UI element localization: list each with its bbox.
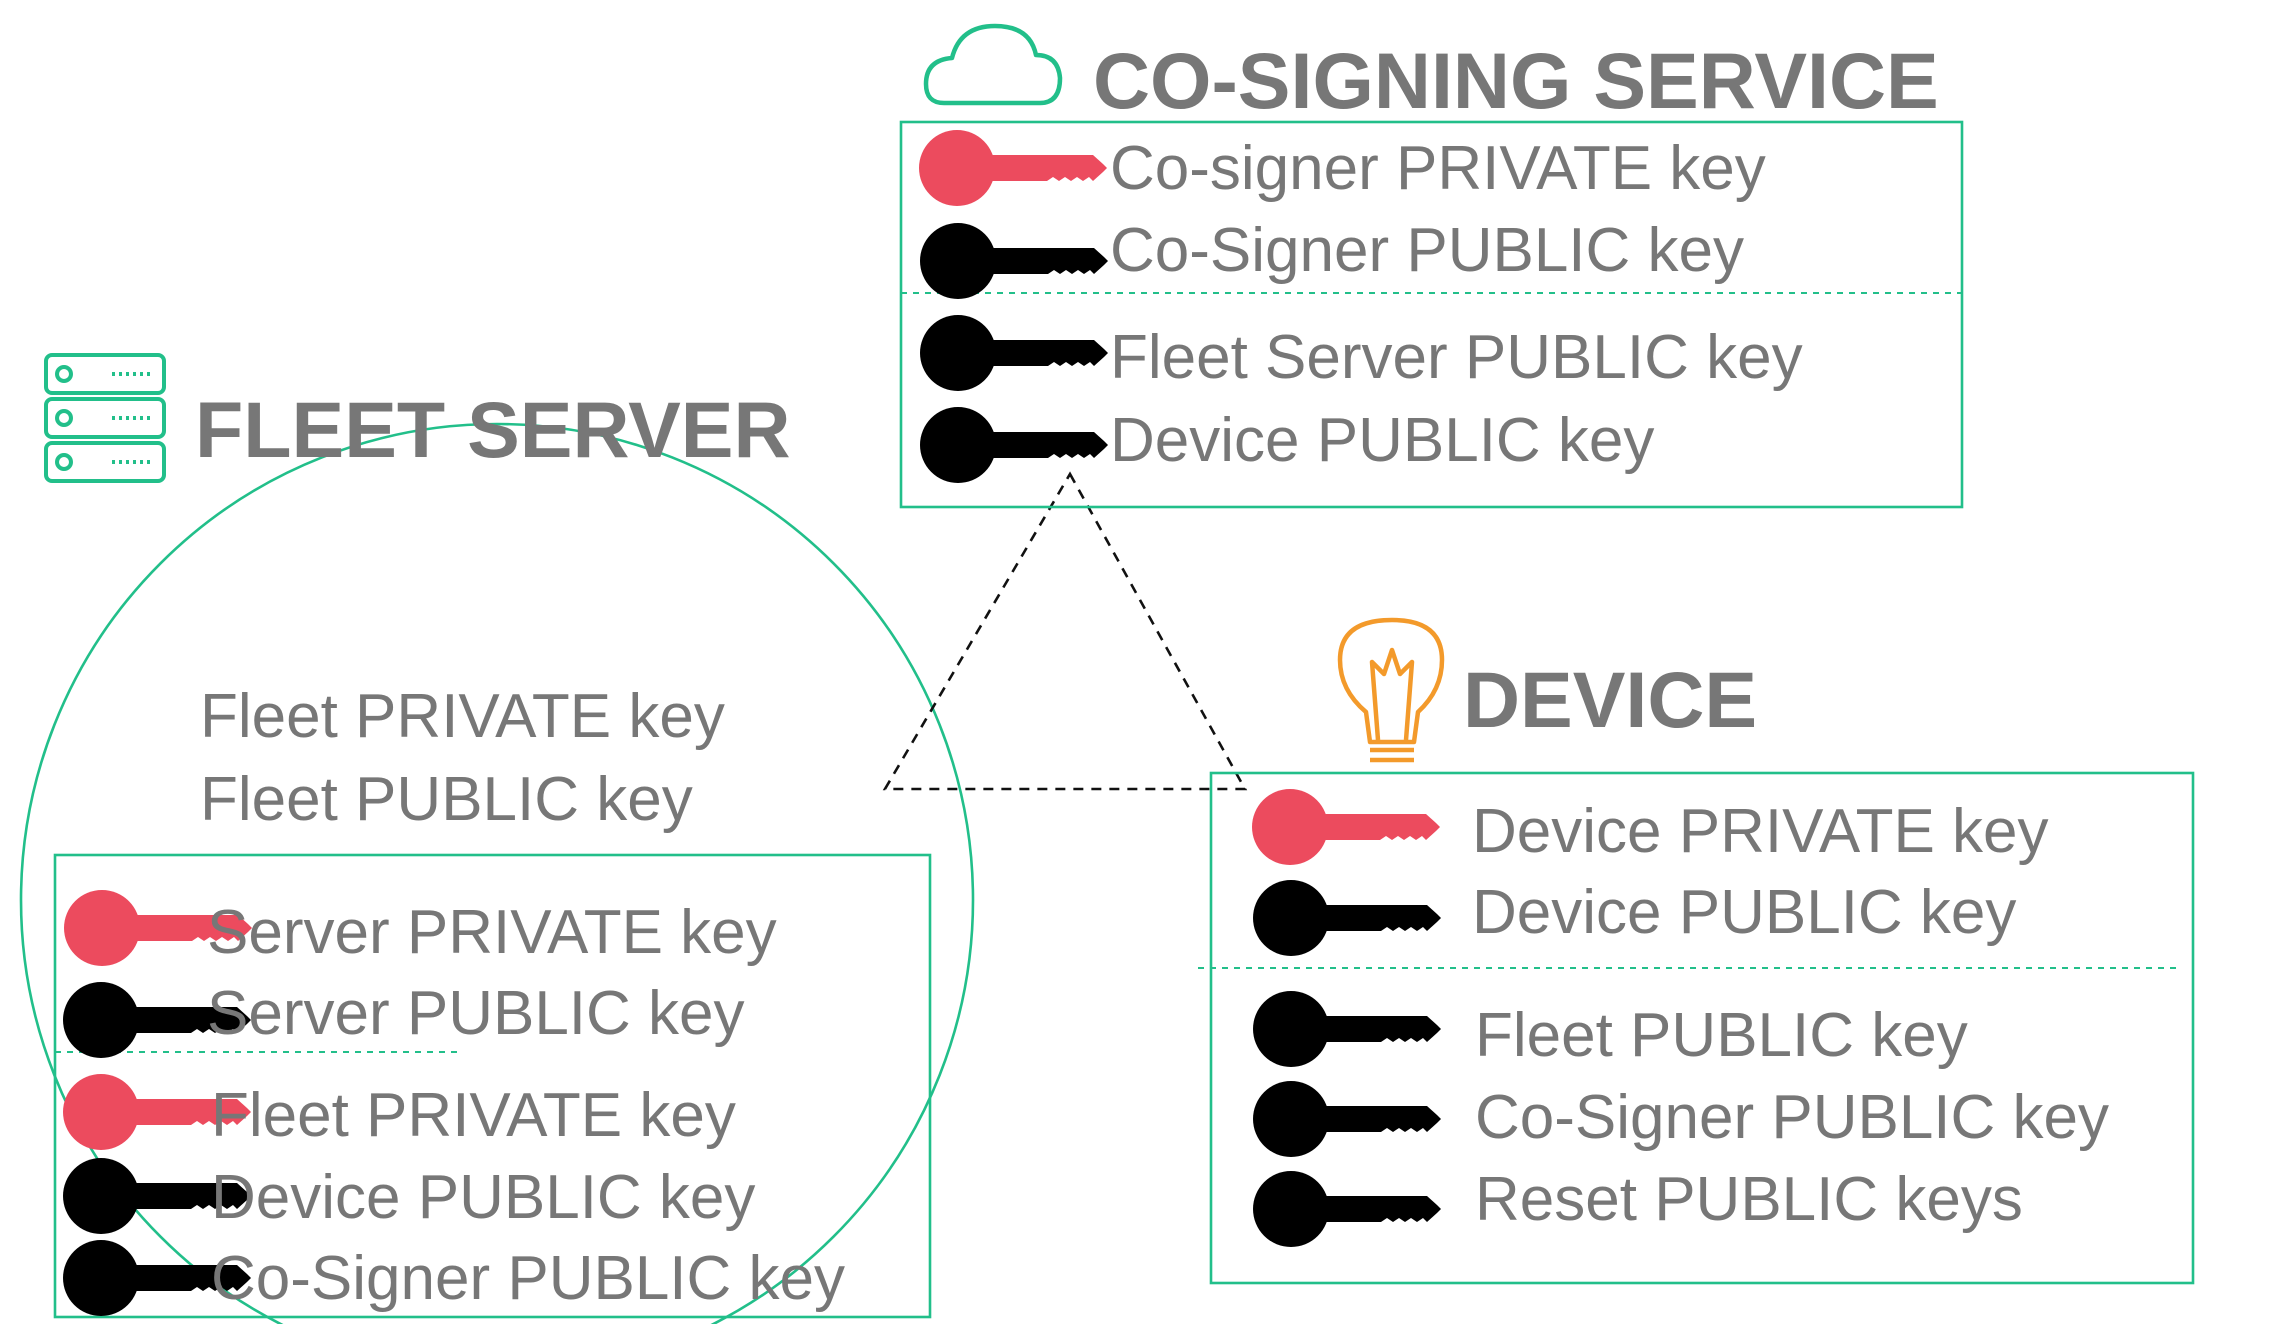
fleet-key-list: Server PRIVATE key Server PUBLIC key Fle… xyxy=(63,890,845,1316)
cosigning-title: CO-SIGNING SERVICE xyxy=(1093,36,1939,125)
device-key-label: Fleet PUBLIC key xyxy=(1475,1001,1968,1070)
private-key-icon xyxy=(919,130,1107,206)
server-rack-icon xyxy=(44,353,166,483)
fleet-title: FLEET SERVER xyxy=(195,385,791,474)
cosigning-key-label: Fleet Server PUBLIC key xyxy=(1110,323,1803,392)
cosigning-key-label: Co-Signer PUBLIC key xyxy=(1110,216,1744,285)
device-key-label: Device PRIVATE key xyxy=(1472,797,2049,866)
device-box xyxy=(1209,771,2195,1285)
device-key-label: Co-Signer PUBLIC key xyxy=(1475,1083,2109,1152)
cosigning-box xyxy=(899,120,1964,509)
cosigning-key-label: Co-signer PRIVATE key xyxy=(1110,134,1766,203)
cosigning-key-list: Co-signer PRIVATE key Co-Signer PUBLIC k… xyxy=(919,130,1803,483)
device-title: DEVICE xyxy=(1463,655,1757,744)
trust-triangle xyxy=(882,471,1248,791)
fleet-key-label: Fleet PRIVATE key xyxy=(211,1081,736,1150)
public-key-icon xyxy=(1253,880,1441,956)
fleet-circle-label: Fleet PUBLIC key xyxy=(200,765,693,834)
fleet-key-label: Server PUBLIC key xyxy=(207,979,745,1048)
public-key-icon xyxy=(1253,1081,1441,1157)
device-key-label: Device PUBLIC key xyxy=(1472,878,2016,947)
cloud-icon xyxy=(923,23,1063,106)
fleet-server-circle xyxy=(19,422,975,1324)
public-key-icon xyxy=(920,223,1108,299)
public-key-icon xyxy=(920,407,1108,483)
cosigning-key-label: Device PUBLIC key xyxy=(1110,406,1654,475)
fleet-key-label: Server PRIVATE key xyxy=(207,898,777,967)
private-key-icon xyxy=(1252,789,1440,865)
public-key-icon xyxy=(920,315,1108,391)
fleet-server-box xyxy=(53,853,932,1319)
public-key-icon xyxy=(1253,1171,1441,1247)
public-key-icon xyxy=(1253,991,1441,1067)
device-key-list: Device PRIVATE key Device PUBLIC key Fle… xyxy=(1252,789,2109,1247)
fleet-circle-label: Fleet PRIVATE key xyxy=(200,682,725,751)
fleet-key-label: Co-Signer PUBLIC key xyxy=(211,1244,845,1313)
fleet-key-label: Device PUBLIC key xyxy=(211,1163,755,1232)
lightbulb-icon xyxy=(1337,617,1445,763)
device-key-label: Reset PUBLIC keys xyxy=(1475,1165,2023,1234)
